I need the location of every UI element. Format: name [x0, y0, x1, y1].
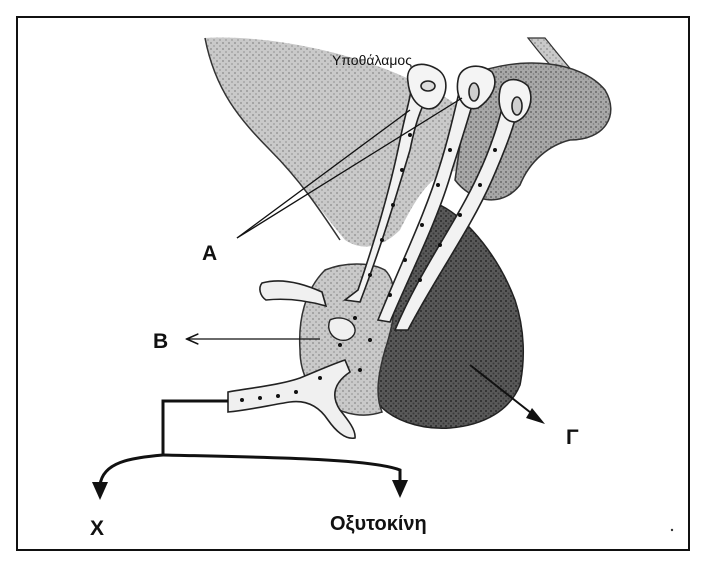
label-oxytocin: Οξυτοκίνη	[330, 513, 427, 535]
arrowhead-x	[92, 482, 108, 500]
output-vessel	[228, 360, 355, 438]
label-x: Χ	[90, 517, 104, 540]
label-a: Α	[202, 242, 217, 265]
label-b: Β	[153, 330, 168, 353]
arrowhead-oxytocin	[392, 480, 408, 498]
label-hypothalamus: Υποθάλαμος	[332, 52, 412, 68]
label-g: Γ	[566, 426, 579, 449]
stray-dot	[671, 529, 673, 531]
